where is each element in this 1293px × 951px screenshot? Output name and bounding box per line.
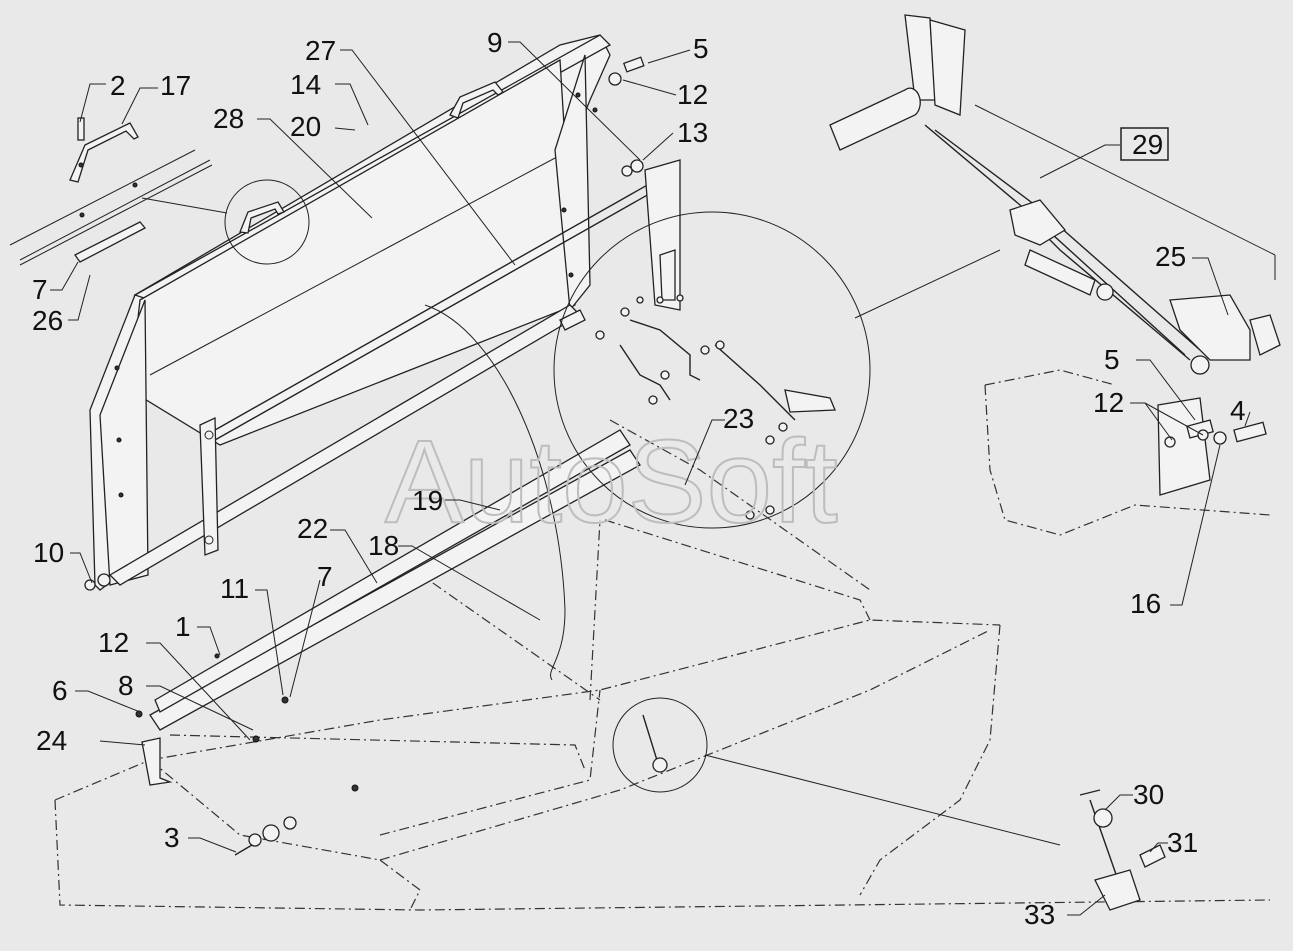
callout-12-right: 12 [1093, 387, 1124, 418]
callout-16: 16 [1130, 588, 1161, 619]
latch-small [642, 714, 668, 773]
side-rail [9, 149, 213, 266]
callout-4: 4 [1230, 395, 1246, 426]
callout-14: 14 [290, 69, 321, 100]
callout-25: 25 [1155, 241, 1186, 272]
callout-19: 19 [412, 485, 443, 516]
hopper-body [54, 419, 1271, 911]
callout-31: 31 [1167, 827, 1198, 858]
bottom-hardware [84, 573, 359, 856]
detail-circle-mechanism [553, 211, 871, 529]
callout-24: 24 [36, 725, 67, 756]
right-mechanism [829, 14, 1281, 536]
callout-20: 20 [290, 111, 321, 142]
mechanism-linkage [595, 294, 836, 520]
callout-18: 18 [368, 530, 399, 561]
callout-6: 6 [52, 675, 68, 706]
latch-parts [1079, 789, 1166, 911]
callout-labels: 2 17 14 20 28 27 9 5 12 13 29 25 7 26 5 … [32, 27, 1246, 930]
callout-26: 26 [32, 305, 63, 336]
callout-8: 8 [118, 670, 134, 701]
fasteners-right [608, 56, 645, 177]
callout-23: 23 [723, 403, 754, 434]
callout-30: 30 [1133, 779, 1164, 810]
lid-frame [149, 429, 641, 731]
callout-5-right: 5 [1104, 344, 1120, 375]
handle-detail [69, 117, 139, 218]
leader-lines [50, 41, 1251, 916]
callout-7-lower: 7 [317, 561, 333, 592]
callout-28: 28 [213, 103, 244, 134]
callout-17: 17 [160, 70, 191, 101]
callout-12-lower: 12 [98, 627, 129, 658]
callout-11: 11 [220, 573, 249, 604]
callout-7-top: 7 [32, 274, 48, 305]
callout-22: 22 [297, 513, 328, 544]
callout-27: 27 [305, 35, 336, 66]
callout-29: 29 [1132, 129, 1163, 160]
lid-panel [89, 34, 681, 591]
callout-13: 13 [677, 117, 708, 148]
watermark: AutoSoft [385, 416, 838, 548]
callout-10: 10 [33, 537, 64, 568]
callout-1: 1 [175, 611, 191, 642]
callout-3: 3 [164, 822, 180, 853]
wire-cable [424, 304, 566, 681]
detail-circle-latch [612, 697, 708, 793]
callout-9: 9 [487, 27, 503, 58]
callout-33: 33 [1024, 899, 1055, 930]
detail-circle-handle [224, 179, 310, 265]
callout-29-box [1120, 127, 1169, 161]
callout-12-top: 12 [677, 79, 708, 110]
callout-5-top: 5 [693, 33, 709, 64]
callout-2: 2 [110, 70, 126, 101]
